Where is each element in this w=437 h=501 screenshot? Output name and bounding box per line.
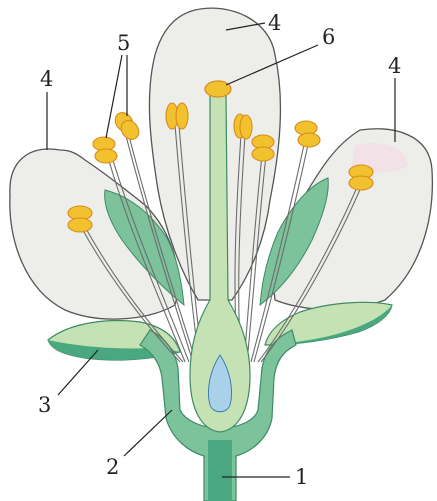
label-receptacle: 2 bbox=[106, 455, 119, 479]
label-pistil: 6 bbox=[322, 25, 335, 49]
anther bbox=[95, 149, 117, 163]
label-sepal: 3 bbox=[38, 393, 51, 417]
anther bbox=[298, 133, 320, 147]
label-petal-left: 4 bbox=[40, 67, 53, 91]
anther bbox=[240, 115, 252, 139]
label-stamens: 5 bbox=[117, 31, 130, 55]
label-petal-top: 4 bbox=[268, 11, 281, 35]
anther bbox=[68, 218, 92, 232]
label-peduncle: 1 bbox=[295, 465, 308, 489]
leader-line-2 bbox=[124, 410, 172, 456]
stigma bbox=[205, 81, 231, 97]
anther bbox=[176, 103, 188, 129]
label-petal-right: 4 bbox=[388, 54, 401, 78]
peduncle-stalk bbox=[208, 440, 232, 501]
anther bbox=[252, 147, 274, 161]
anther bbox=[349, 176, 373, 190]
